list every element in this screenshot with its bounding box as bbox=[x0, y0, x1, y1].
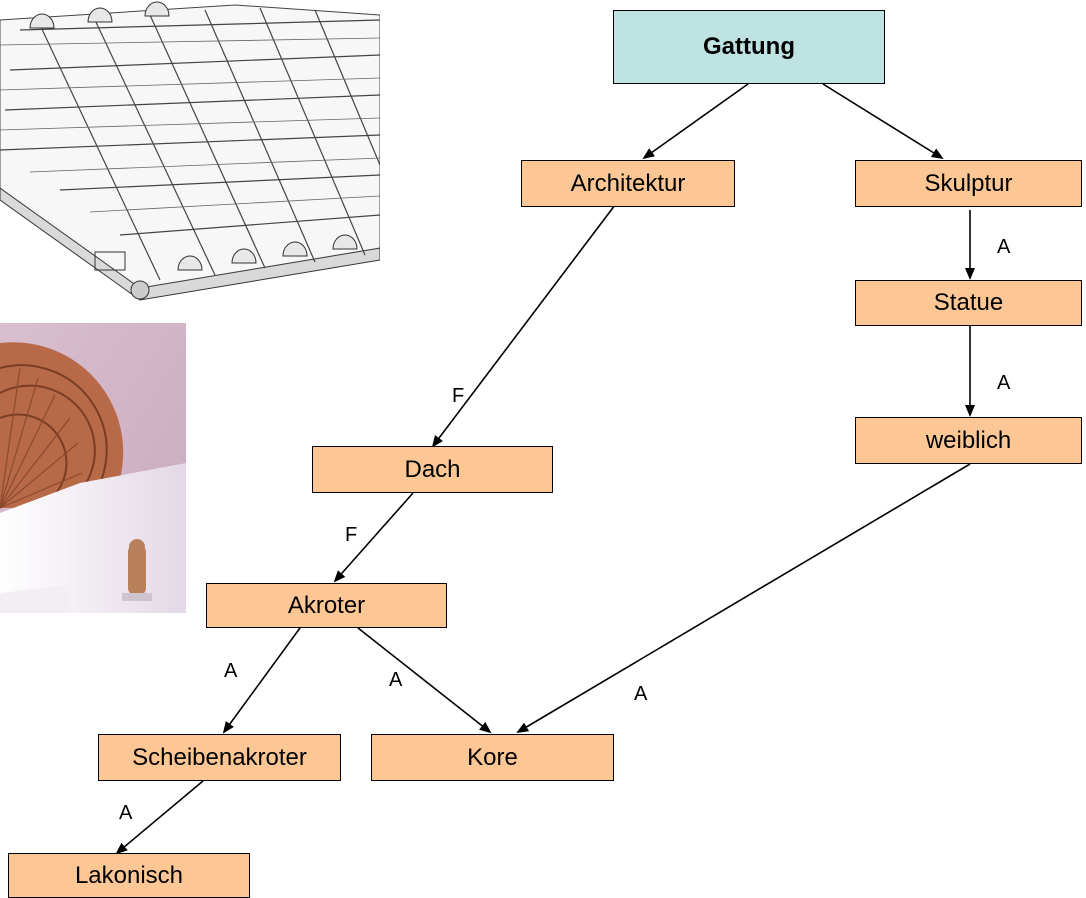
edge-label-weiblich-kore: A bbox=[634, 683, 648, 705]
node-lakonisch: Lakonisch bbox=[8, 853, 250, 898]
edge-gattung-architektur bbox=[642, 83, 749, 160]
roof-tile-drawing bbox=[0, 0, 380, 305]
node-scheibenakroter: Scheibenakroter bbox=[98, 734, 341, 781]
node-architektur: Architektur bbox=[521, 160, 735, 207]
node-gattung: Gattung bbox=[613, 10, 885, 84]
node-kore: Kore bbox=[371, 734, 614, 781]
edge-weiblich-kore bbox=[516, 463, 971, 734]
node-weiblich: weiblich bbox=[855, 417, 1082, 464]
edge-label-akroter-kore: A bbox=[389, 669, 403, 691]
edge-architektur-dach bbox=[431, 204, 616, 448]
edge-dach-akroter bbox=[333, 492, 414, 583]
node-dach: Dach bbox=[312, 446, 553, 493]
node-statue: Statue bbox=[855, 280, 1082, 326]
edge-label-scheibenakroter-lakonisch: A bbox=[119, 802, 133, 824]
edge-akroter-scheibenakroter bbox=[222, 627, 301, 734]
edge-label-architektur-dach: F bbox=[452, 385, 465, 407]
edge-gattung-skulptur bbox=[822, 83, 944, 160]
disc-akroter-photo bbox=[0, 323, 186, 613]
edge-label-skulptur-statue: A bbox=[997, 236, 1011, 258]
node-skulptur: Skulptur bbox=[855, 160, 1082, 207]
edge-label-dach-akroter: F bbox=[345, 524, 358, 546]
node-akroter: Akroter bbox=[206, 583, 447, 628]
edge-label-akroter-scheibenakroter: A bbox=[224, 660, 238, 682]
edge-scheibenakroter-lakonisch bbox=[115, 780, 204, 855]
edge-label-statue-weiblich: A bbox=[997, 372, 1011, 394]
edge-akroter-kore bbox=[357, 627, 492, 734]
